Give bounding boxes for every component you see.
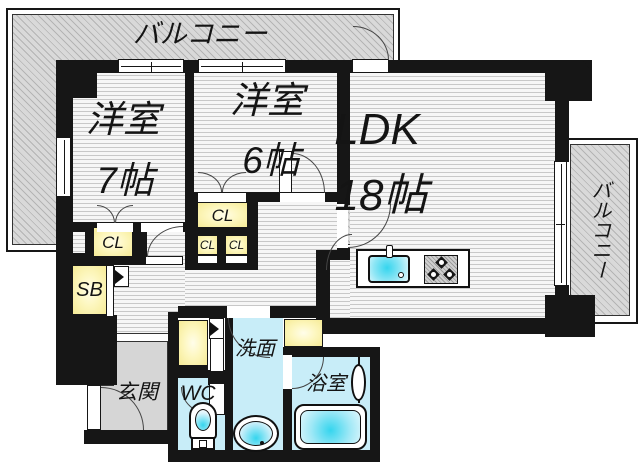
closet-room7: CL (93, 227, 133, 257)
ldk-size-label: 18帖 (334, 171, 428, 220)
wall-corner-ne (545, 60, 592, 101)
door-opening-room7 (141, 223, 183, 232)
wall-entrance-bottom (84, 430, 178, 444)
wall-sanitary-bottom (168, 450, 380, 462)
window-room6-top (198, 59, 286, 73)
room6-name-label: 洋室 (230, 79, 304, 121)
balcony-right-label: バルコニー (588, 180, 610, 280)
wall-washroom-bath (283, 389, 292, 450)
door-leaf-entrance (87, 385, 101, 430)
sink-drain-icon (398, 272, 404, 278)
window-ldk-right (554, 161, 567, 286)
wall-room7-corner (73, 72, 97, 98)
bathtub-inner (300, 410, 361, 444)
bathroom-label: 浴室 (306, 373, 346, 395)
closet-room6: CL (197, 202, 248, 228)
burner-icon (443, 268, 456, 281)
door-panel-shoebox (106, 265, 114, 317)
window-room7-left (56, 137, 71, 197)
toilet-button-icon (199, 440, 207, 448)
door-opening-closet1 (97, 223, 133, 232)
door-opening-room6 (280, 193, 325, 202)
wall-wc-top (178, 366, 208, 378)
balcony-top-label: バルコニー (132, 18, 268, 49)
shoebox: SB (72, 265, 107, 315)
door-leaf-balcony (352, 59, 389, 73)
door-panel-washroom (210, 337, 224, 372)
closet-hall-2: CL (225, 235, 248, 255)
balcony-right-floor (570, 144, 630, 316)
door-opening-bathroom (283, 355, 292, 389)
burner-icon (427, 268, 440, 281)
wall-wc-niche (208, 370, 225, 385)
hallway-floor (114, 312, 168, 334)
wall-ldk-bottom (323, 318, 593, 334)
stove (424, 255, 458, 284)
bath-handle-icon (351, 364, 366, 401)
wall-right (555, 285, 569, 297)
wall-bath-top (283, 347, 380, 357)
washbasin-bowl (239, 421, 273, 446)
door-leaf-closet-hall-1 (197, 255, 218, 264)
toilet-bowl-inner (195, 409, 211, 431)
door-swing-marker-icon (209, 318, 224, 339)
wall-room7-room6 (185, 60, 194, 232)
wall-right (555, 101, 569, 162)
burner-icon (435, 256, 448, 269)
door-opening-closet2 (198, 193, 246, 202)
washbasin-drain-icon (260, 441, 264, 445)
room7-name-label: 洋室 (86, 98, 160, 140)
wall-wc-washroom (225, 306, 233, 450)
ldk-name-label: LDK (334, 105, 420, 154)
door-opening-ldk (337, 204, 348, 248)
kitchen-sink (368, 255, 410, 283)
wall-entrance-right (168, 312, 178, 462)
closet-hall-1: CL (197, 235, 218, 255)
cabinet-washroom (178, 320, 208, 366)
window-room7-top (118, 59, 184, 73)
washroom-label: 洗面 (235, 338, 275, 360)
cabinet-bath (284, 319, 323, 347)
wall-room6-bottom (185, 192, 347, 202)
wall-entrance-left (56, 315, 117, 385)
door-leaf-closet-hall-2 (225, 255, 248, 264)
door-opening-washroom (227, 306, 270, 318)
door-swing-marker-icon (114, 266, 129, 287)
faucet-icon (386, 245, 393, 258)
wall-bath-right (370, 347, 380, 462)
room7-size-label: 7帖 (96, 159, 154, 201)
door-leaf-room7 (145, 256, 183, 265)
wc-label: WC (180, 381, 216, 405)
entrance-label: 玄関 (116, 380, 158, 404)
wall-room6-ldk (337, 60, 350, 205)
room6-size-label: 6帖 (242, 139, 300, 181)
